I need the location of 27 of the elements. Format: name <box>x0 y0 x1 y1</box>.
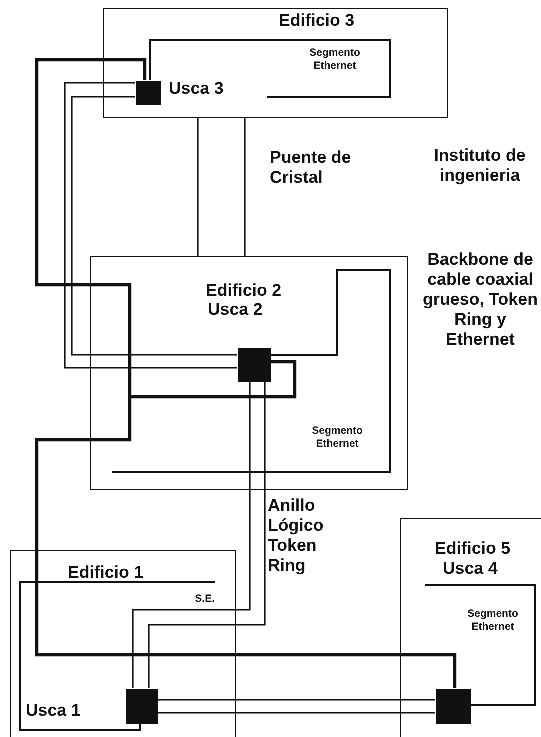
hub-symbol <box>436 689 471 724</box>
segment-label: Segmento Ethernet <box>466 608 520 634</box>
hub-label: Usca 3 <box>169 79 224 99</box>
cable-line <box>35 397 457 688</box>
annotation-text: Backbone de cable coaxial grueso, Token Ring y Ethernet <box>422 250 539 350</box>
hub-label: Usca 1 <box>26 701 81 721</box>
building-title: Edificio 2 <box>206 281 282 301</box>
hub-label: Usca 2 <box>208 300 263 320</box>
hub-label: Usca 4 <box>443 559 498 579</box>
building-outline <box>103 8 448 118</box>
segment-label: Segmento Ethernet <box>311 425 364 451</box>
building-outline <box>400 518 541 737</box>
building-outline <box>90 256 408 490</box>
cable-line <box>132 381 251 688</box>
segment-label: Segmento Ethernet <box>308 47 362 73</box>
building-title: Edificio 3 <box>279 11 355 31</box>
building-title: Edificio 1 <box>68 563 144 583</box>
annotation-text: Anillo Lógico Token Ring <box>268 496 325 576</box>
annotation-text: Puente de Cristal <box>270 148 352 188</box>
segment-label: S.E. <box>194 593 215 606</box>
cable-line <box>148 381 266 688</box>
annotation-text: Instituto de ingenieria <box>433 146 527 186</box>
cable-line <box>157 712 435 714</box>
cable-line <box>157 699 435 701</box>
building-outline <box>10 550 236 737</box>
building-title: Edificio 5 <box>435 539 511 559</box>
cable-line <box>35 58 297 399</box>
